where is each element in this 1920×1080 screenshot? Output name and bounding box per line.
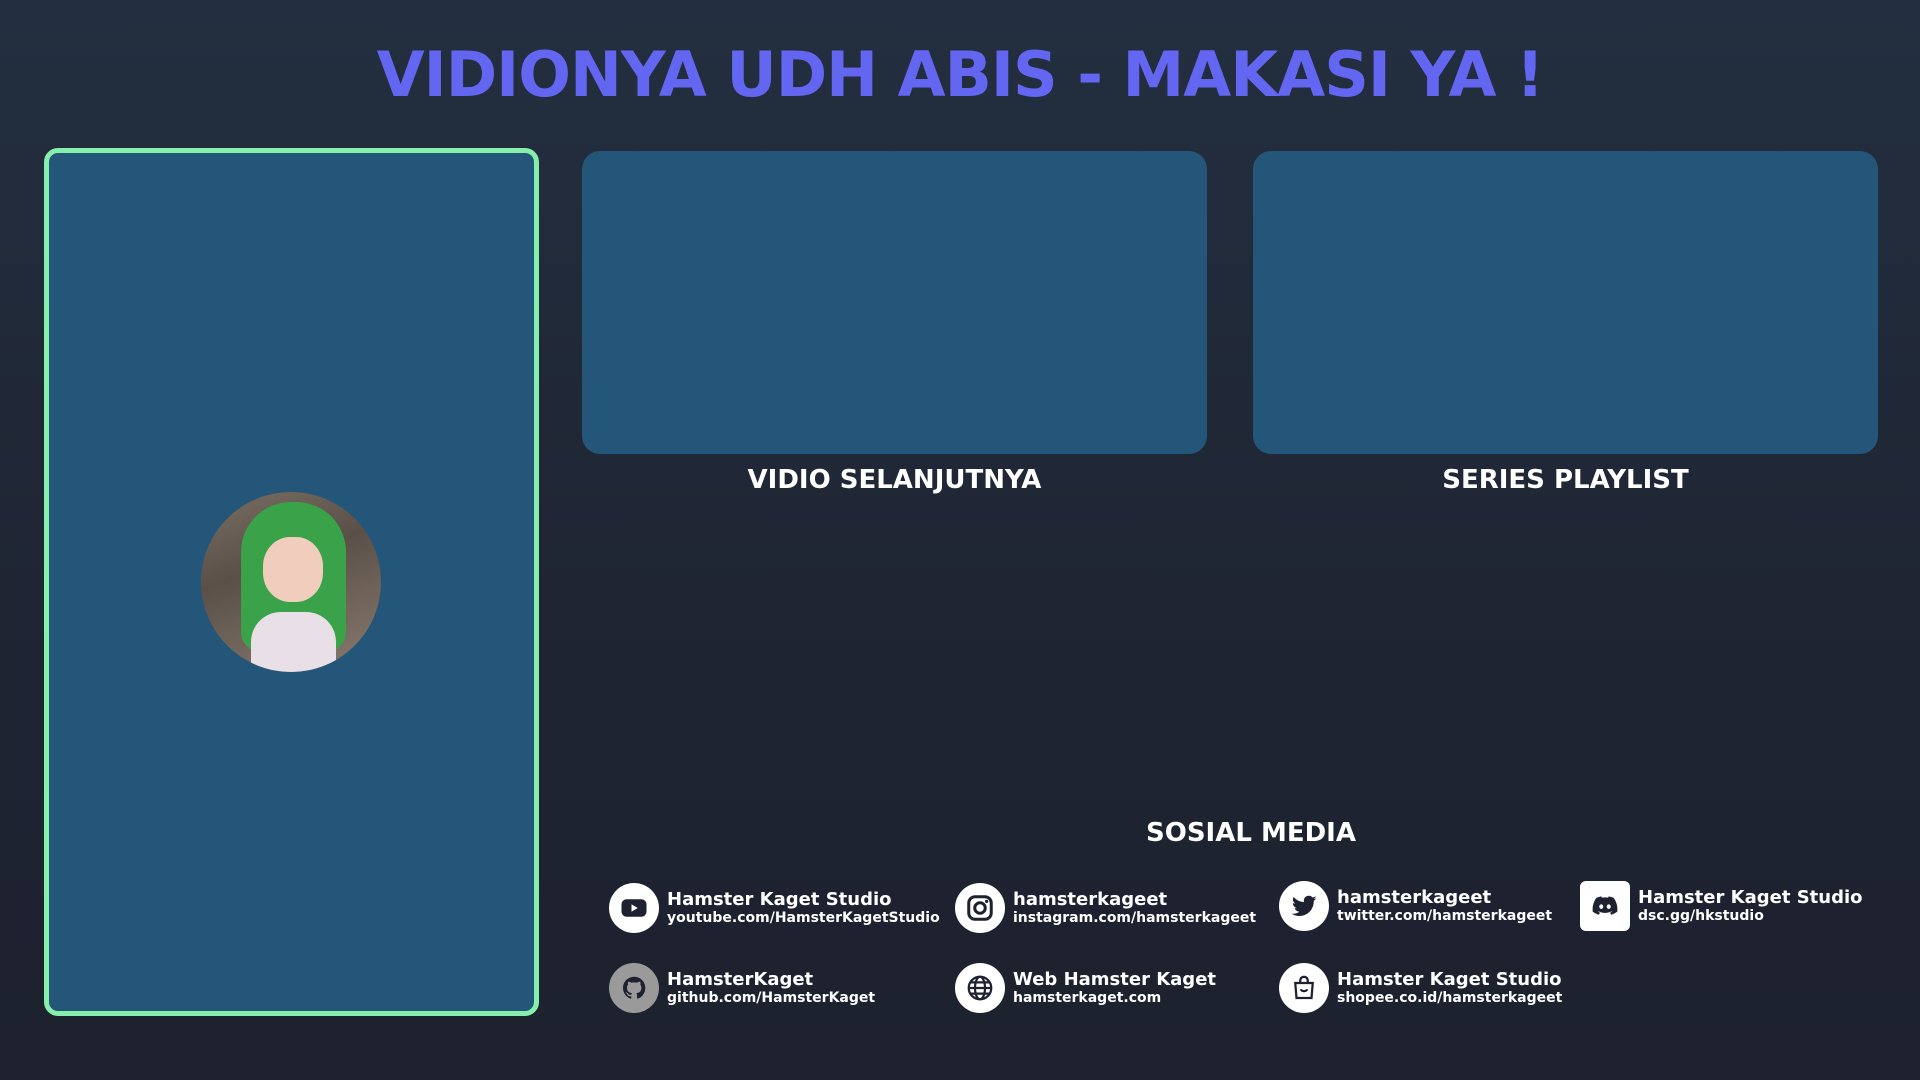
social-link: github.com/HamsterKaget <box>667 990 876 1006</box>
shopping-bag-icon <box>1279 963 1329 1013</box>
next-video-label: VIDIO SELANJUTNYA <box>747 465 1042 495</box>
social-media-heading: SOSIAL MEDIA <box>1146 818 1356 848</box>
avatar <box>201 492 381 672</box>
social-name: hamsterkageet <box>1013 889 1168 910</box>
social-name: Web Hamster Kaget <box>1013 969 1217 990</box>
series-playlist-card[interactable] <box>1253 151 1878 454</box>
social-name: HamsterKaget <box>667 969 814 990</box>
youtube-icon <box>609 883 659 933</box>
social-link: youtube.com/HamsterKagetStudio <box>667 910 940 926</box>
globe-icon <box>955 963 1005 1013</box>
page-title: VIDIONYA UDH ABIS - MAKASI YA ! <box>376 38 1545 111</box>
social-name: Hamster Kaget Studio <box>1638 887 1863 908</box>
social-link: hamsterkaget.com <box>1013 990 1162 1006</box>
twitter-icon <box>1279 881 1329 931</box>
discord-icon <box>1580 881 1630 931</box>
series-playlist-label: SERIES PLAYLIST <box>1442 465 1689 495</box>
next-video-card[interactable] <box>582 151 1207 454</box>
social-name: Hamster Kaget Studio <box>1337 969 1562 990</box>
social-name: Hamster Kaget Studio <box>667 889 892 910</box>
github-icon <box>609 963 659 1013</box>
social-link: instagram.com/hamsterkageet <box>1013 910 1257 926</box>
social-name: hamsterkageet <box>1337 887 1492 908</box>
social-link: shopee.co.id/hamsterkageet <box>1337 990 1563 1006</box>
instagram-icon <box>955 883 1005 933</box>
social-link: twitter.com/hamsterkageet <box>1337 908 1553 924</box>
social-link: dsc.gg/hkstudio <box>1638 908 1764 924</box>
